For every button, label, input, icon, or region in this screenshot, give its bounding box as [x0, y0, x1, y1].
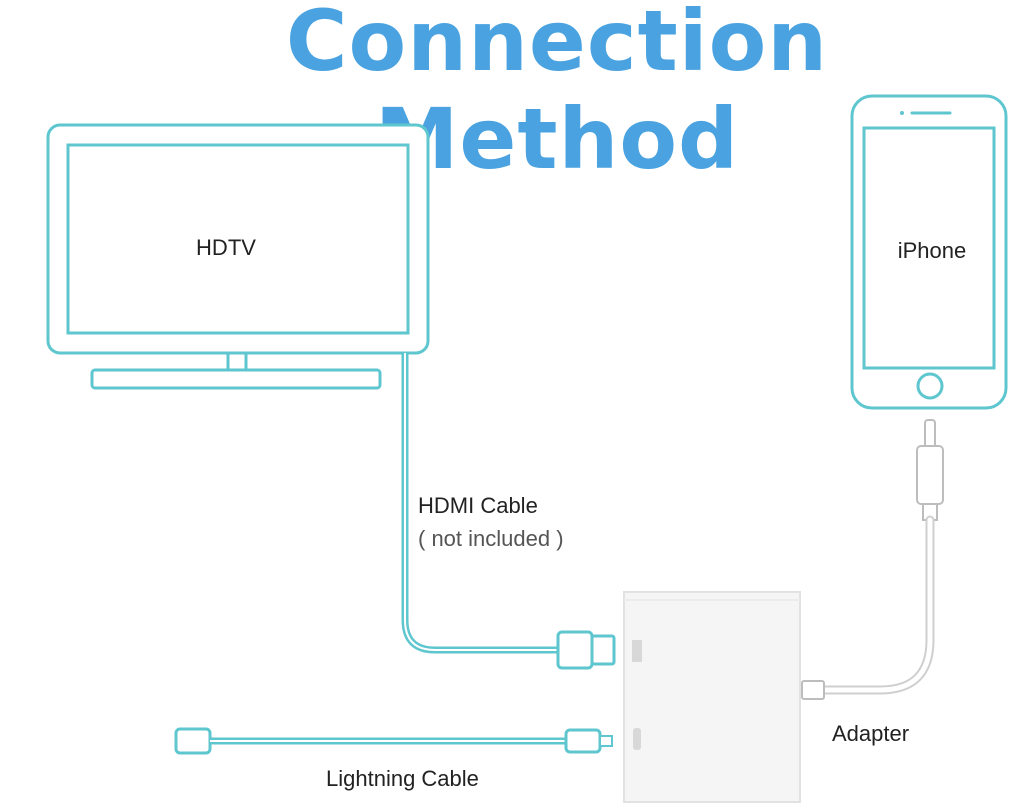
adapter-label: Adapter: [832, 721, 909, 746]
hdmi-note-label: ( not included ): [418, 526, 564, 551]
hdmi-cable: HDMI Cable ( not included ): [401, 353, 616, 670]
lightning-cable-label: Lightning Cable: [326, 766, 479, 791]
hdmi-cable-label: HDMI Cable: [418, 493, 538, 518]
iphone-illustration: iPhone: [850, 94, 1008, 410]
diagram-title: Connection Method: [285, 0, 829, 188]
adapter-lightning-cable: [801, 419, 944, 700]
adapter-box: Adapter: [623, 591, 909, 803]
hdtv-label: HDTV: [196, 235, 256, 260]
lightning-cable: Lightning Cable: [174, 727, 613, 791]
iphone-label: iPhone: [898, 238, 967, 263]
hdtv-illustration: HDTV: [46, 123, 430, 390]
